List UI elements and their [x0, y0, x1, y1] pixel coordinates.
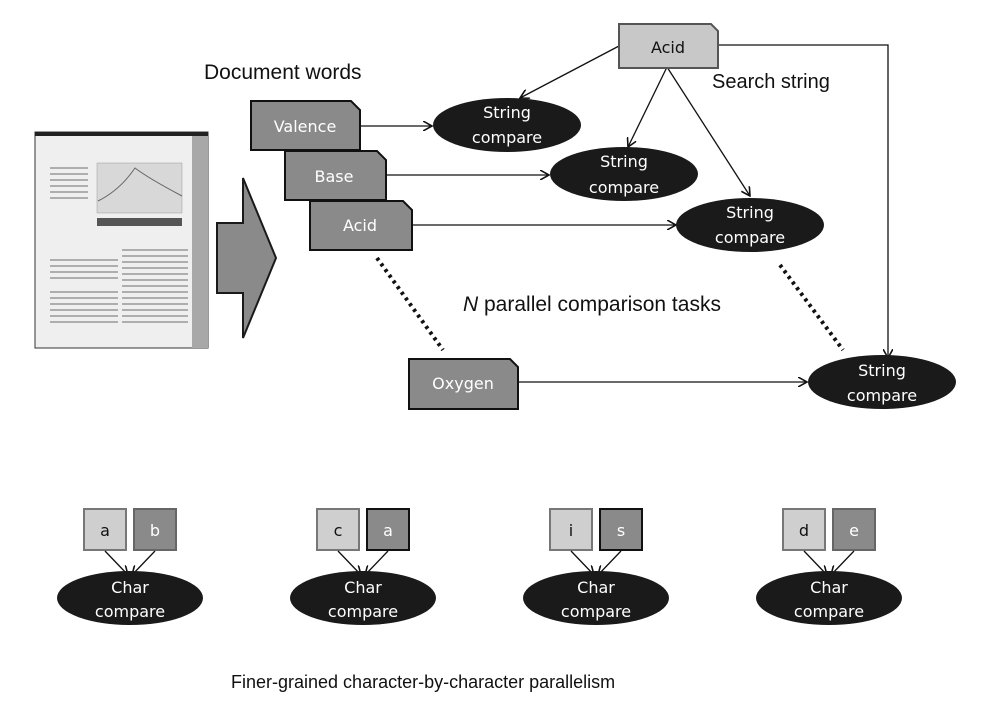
- svg-text:e: e: [849, 521, 859, 540]
- svg-text:compare: compare: [847, 386, 917, 405]
- svg-text:d: d: [799, 521, 809, 540]
- char-box-left: d: [782, 508, 826, 551]
- svg-text:Char: Char: [577, 578, 615, 597]
- char-box-right: e: [832, 508, 876, 551]
- char-box-left: i: [549, 508, 593, 551]
- arrow-search-to-compare-1: [520, 45, 620, 98]
- svg-text:c: c: [334, 521, 343, 540]
- string-compare-node: String compare: [808, 355, 956, 409]
- arrow-char-left: [104, 550, 128, 575]
- svg-text:compare: compare: [95, 602, 165, 621]
- svg-text:a: a: [100, 521, 110, 540]
- arrow-search-to-compare-2: [628, 66, 668, 147]
- arrow-char-right: [132, 550, 156, 575]
- word-box-valence: Valence: [250, 100, 361, 151]
- arrow-search-to-compare-3: [666, 66, 750, 196]
- string-compare-node: String compare: [676, 198, 824, 252]
- char-compare-node: Char compare: [57, 571, 203, 625]
- svg-text:Acid: Acid: [343, 216, 377, 235]
- svg-text:String: String: [600, 152, 648, 171]
- svg-text:Char: Char: [111, 578, 149, 597]
- char-box-right: s: [599, 508, 643, 551]
- char-compare-node: Char compare: [756, 571, 902, 625]
- svg-text:String: String: [858, 361, 906, 380]
- char-compare-node: Char compare: [290, 571, 436, 625]
- parallel-tasks-label: N parallel comparison tasks: [463, 293, 721, 316]
- word-box-oxygen: Oxygen: [408, 358, 519, 410]
- svg-text:compare: compare: [715, 228, 785, 247]
- ellipsis-dots-left: [375, 256, 445, 352]
- char-box-left: a: [83, 508, 127, 551]
- arrow-char-left: [570, 550, 594, 575]
- svg-text:s: s: [617, 521, 625, 540]
- char-box-right: a: [366, 508, 410, 551]
- arrow-char-right: [831, 550, 855, 575]
- svg-text:Char: Char: [344, 578, 382, 597]
- search-string-label: Search string: [712, 71, 830, 93]
- arrow-char-right: [598, 550, 622, 575]
- svg-text:Acid: Acid: [651, 38, 685, 57]
- svg-text:i: i: [569, 521, 573, 540]
- string-compare-node: String compare: [550, 147, 698, 201]
- svg-text:Oxygen: Oxygen: [432, 374, 494, 393]
- svg-text:compare: compare: [589, 178, 659, 197]
- string-compare-node: String compare: [433, 98, 581, 152]
- svg-text:a: a: [383, 521, 393, 540]
- svg-text:compare: compare: [328, 602, 398, 621]
- document-words-label: Document words: [204, 61, 362, 84]
- svg-text:compare: compare: [561, 602, 631, 621]
- word-box-base: Base: [284, 150, 387, 201]
- svg-text:compare: compare: [794, 602, 864, 621]
- svg-text:Valence: Valence: [274, 117, 337, 136]
- char-box-right: b: [133, 508, 177, 551]
- scanned-document-image: [34, 131, 209, 349]
- svg-text:String: String: [483, 103, 531, 122]
- char-compare-node: Char compare: [523, 571, 669, 625]
- svg-text:Char: Char: [810, 578, 848, 597]
- ellipsis-dots-right: [778, 263, 845, 352]
- arrow-search-to-compare-n: [718, 44, 888, 358]
- arrow-char-left: [803, 550, 827, 575]
- search-word-box: Acid: [618, 23, 719, 69]
- svg-text:compare: compare: [472, 128, 542, 147]
- svg-text:b: b: [150, 521, 160, 540]
- word-box-acid: Acid: [309, 200, 413, 251]
- finer-grained-label: Finer-grained character-by-character par…: [231, 672, 615, 692]
- arrow-char-right: [365, 550, 389, 575]
- svg-text:Base: Base: [315, 167, 354, 186]
- char-box-left: c: [316, 508, 360, 551]
- arrow-char-left: [337, 550, 361, 575]
- process-arrow-icon: [216, 177, 278, 339]
- svg-text:String: String: [726, 203, 774, 222]
